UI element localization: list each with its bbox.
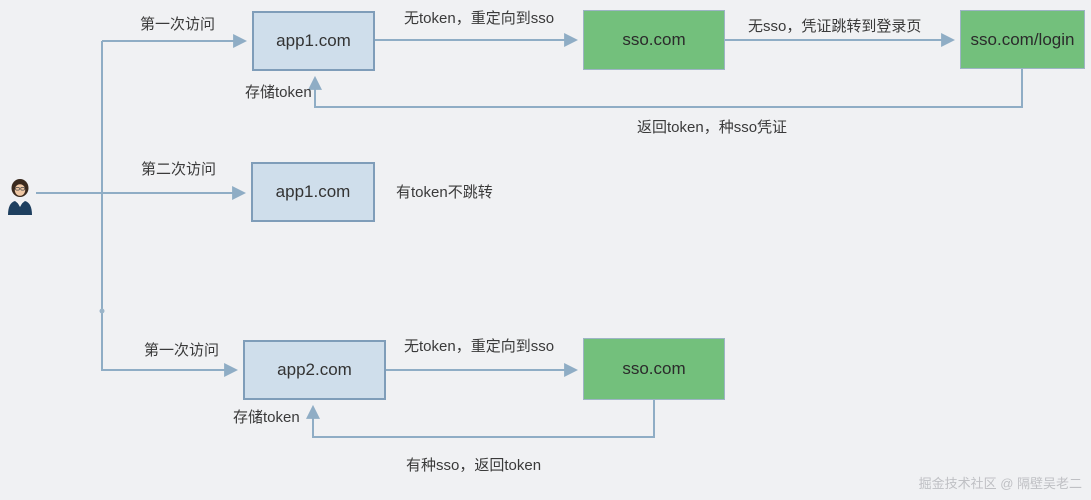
user-avatar-icon (8, 179, 32, 215)
node-sso-second: sso.com (583, 338, 725, 400)
label-row1-first-visit: 第一次访问 (140, 16, 216, 33)
edge-login-return-app1 (308, 69, 1023, 108)
label-row1-return-token: 返回token，种sso凭证 (637, 119, 788, 136)
watermark: 掘金技术社区 @ 隔壁吴老二 (918, 476, 1082, 491)
node-sso-login: sso.com/login (960, 10, 1085, 69)
node-sso-first: sso.com (583, 10, 725, 70)
label-row2-second-visit: 第二次访问 (141, 161, 217, 178)
label-row1-store-token: 存储token (245, 84, 312, 101)
node-sso-first-label: sso.com (622, 30, 686, 49)
node-app1-first-label: app1.com (276, 31, 351, 50)
edge-sso-return-app2 (306, 400, 655, 438)
node-app2: app2.com (243, 340, 386, 400)
node-app1-first: app1.com (252, 11, 375, 71)
node-app1-second: app1.com (251, 162, 375, 222)
label-row3-store-token: 存储token (233, 409, 300, 426)
edge-branch-to-app2 (101, 41, 239, 377)
label-row3-return-token: 有种sso，返回token (406, 457, 542, 474)
label-row1-no-sso-jump-login: 无sso，凭证跳转到登录页 (748, 18, 922, 35)
label-row3-no-token-redirect: 无token，重定向到sso (404, 338, 555, 355)
node-sso-login-label: sso.com/login (970, 29, 1075, 49)
node-app2-label: app2.com (277, 360, 352, 379)
node-app1-second-label: app1.com (275, 182, 351, 201)
label-row3-first-visit: 第一次访问 (144, 342, 220, 359)
connector-junction-dot (99, 308, 105, 314)
label-row1-no-token-redirect: 无token，重定向到sso (404, 10, 555, 27)
label-row2-has-token: 有token不跳转 (396, 184, 493, 201)
node-sso-second-label: sso.com (622, 359, 686, 378)
